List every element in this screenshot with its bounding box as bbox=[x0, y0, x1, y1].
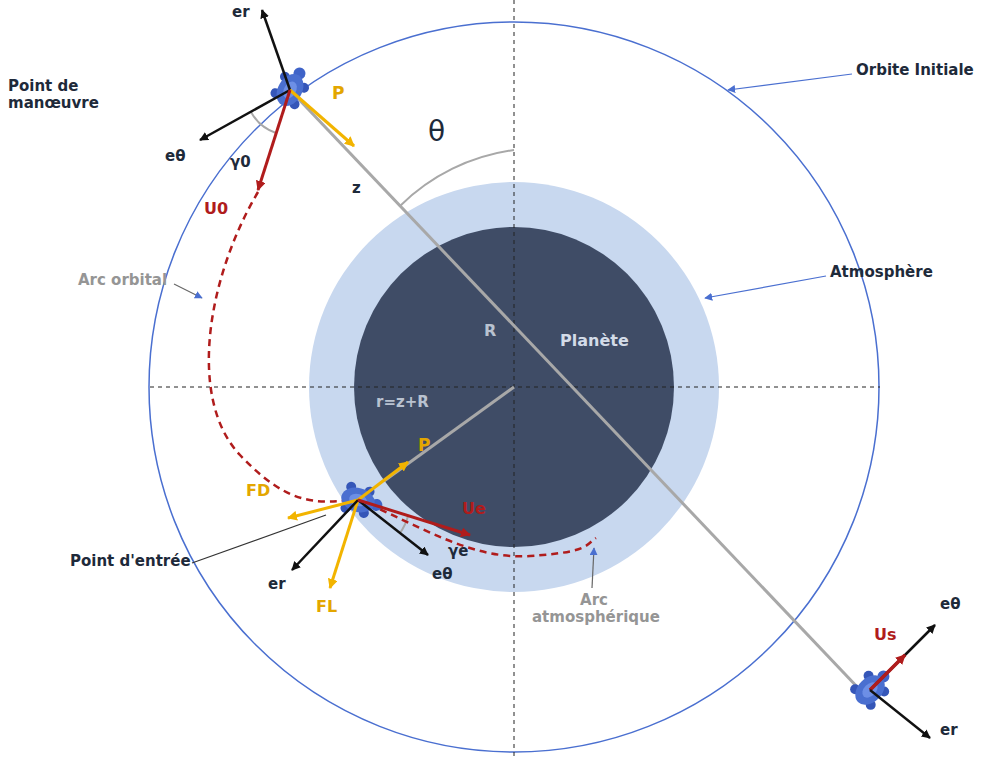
force-label: FL bbox=[316, 598, 337, 616]
velocity-vector bbox=[358, 500, 470, 535]
force-vector bbox=[358, 462, 408, 500]
orbit-label: Orbite Initiale bbox=[856, 62, 974, 79]
velocity-label: Us bbox=[874, 626, 897, 644]
maneuver-point-label: Point de manœuvre bbox=[8, 78, 120, 113]
arc-label: Arc orbital bbox=[78, 272, 167, 289]
force-label: P bbox=[332, 84, 344, 104]
unit-vector-label: eθ bbox=[165, 148, 185, 165]
horizontal-axis bbox=[150, 387, 880, 388]
angle-label: θ bbox=[428, 116, 445, 148]
theta-arc bbox=[400, 150, 514, 206]
angle-label: γe bbox=[448, 543, 468, 560]
atmospheric-arc bbox=[358, 500, 596, 556]
force-vector bbox=[288, 500, 358, 518]
unit-vector-label: er bbox=[940, 722, 958, 739]
leader-line bbox=[192, 515, 326, 563]
unit-vector-label: er bbox=[268, 576, 286, 593]
velocity-vector bbox=[870, 655, 905, 690]
unit-vector bbox=[358, 500, 428, 555]
unit-vector bbox=[870, 625, 935, 690]
leader-line bbox=[705, 276, 826, 298]
velocity-label: Ue bbox=[462, 500, 486, 518]
unit-vector bbox=[262, 10, 290, 90]
velocity-vector bbox=[258, 90, 290, 190]
unit-vector-label: er bbox=[232, 4, 250, 21]
orbital-arc bbox=[209, 192, 358, 502]
force-label: P bbox=[418, 436, 430, 456]
unit-vector-label: eθ bbox=[940, 596, 960, 613]
altitude-label: z bbox=[352, 180, 361, 197]
angle-label: γ0 bbox=[230, 154, 251, 171]
gamma-arc bbox=[400, 516, 408, 533]
leader-line bbox=[592, 548, 594, 588]
radius-label: r=z+R bbox=[376, 394, 429, 411]
vertical-axis bbox=[514, 0, 515, 758]
unit-vector bbox=[292, 500, 358, 570]
planet-label: Planète bbox=[560, 331, 629, 350]
leader-line bbox=[174, 284, 202, 298]
unit-vector-label: eθ bbox=[432, 566, 452, 583]
leader-line bbox=[728, 74, 852, 90]
atmosphere-label: Atmosphère bbox=[830, 264, 933, 281]
radius-label: R bbox=[484, 322, 496, 340]
velocity-label: U0 bbox=[204, 200, 228, 218]
force-label: FD bbox=[246, 482, 270, 500]
unit-vector bbox=[870, 690, 930, 738]
arc-label: Arc atmosphérique bbox=[532, 592, 656, 627]
entry-point-label: Point d'entrée bbox=[70, 553, 191, 570]
radius-line bbox=[290, 90, 862, 692]
gamma-arc bbox=[251, 112, 276, 133]
